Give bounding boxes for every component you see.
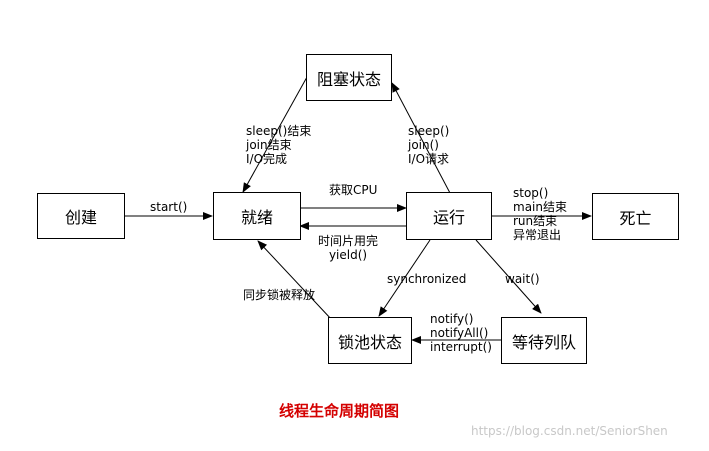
node-running: 运行	[406, 192, 492, 240]
edge-to-blocked	[391, 82, 451, 194]
label-get-cpu: 获取CPU	[329, 183, 378, 197]
label-wait: wait()	[505, 272, 540, 286]
node-lock-pool: 锁池状态	[328, 317, 412, 364]
diagram-caption: 线程生命周期简图	[279, 402, 400, 420]
node-create: 创建	[37, 193, 125, 239]
watermark: https://blog.csdn.net/SeniorShen	[471, 424, 668, 438]
label-synchronized: synchronized	[387, 272, 467, 286]
label-notify: notify()notifyAll()interrupt()	[430, 312, 492, 354]
edge-lock-acquired	[257, 240, 333, 321]
edge-wait	[475, 239, 542, 314]
node-ready: 就绪	[213, 192, 301, 240]
edge-from-blocked	[242, 76, 308, 193]
label-lock-acquired: 同步锁被释放	[243, 288, 316, 302]
node-wait-queue: 等待列队	[501, 317, 587, 364]
node-blocked: 阻塞状态	[306, 54, 392, 101]
label-to-blocked: sleep()join()I/O请求	[408, 124, 450, 166]
label-start: start()	[150, 200, 188, 214]
edge-synchronized	[378, 239, 431, 317]
node-dead: 死亡	[592, 193, 679, 240]
